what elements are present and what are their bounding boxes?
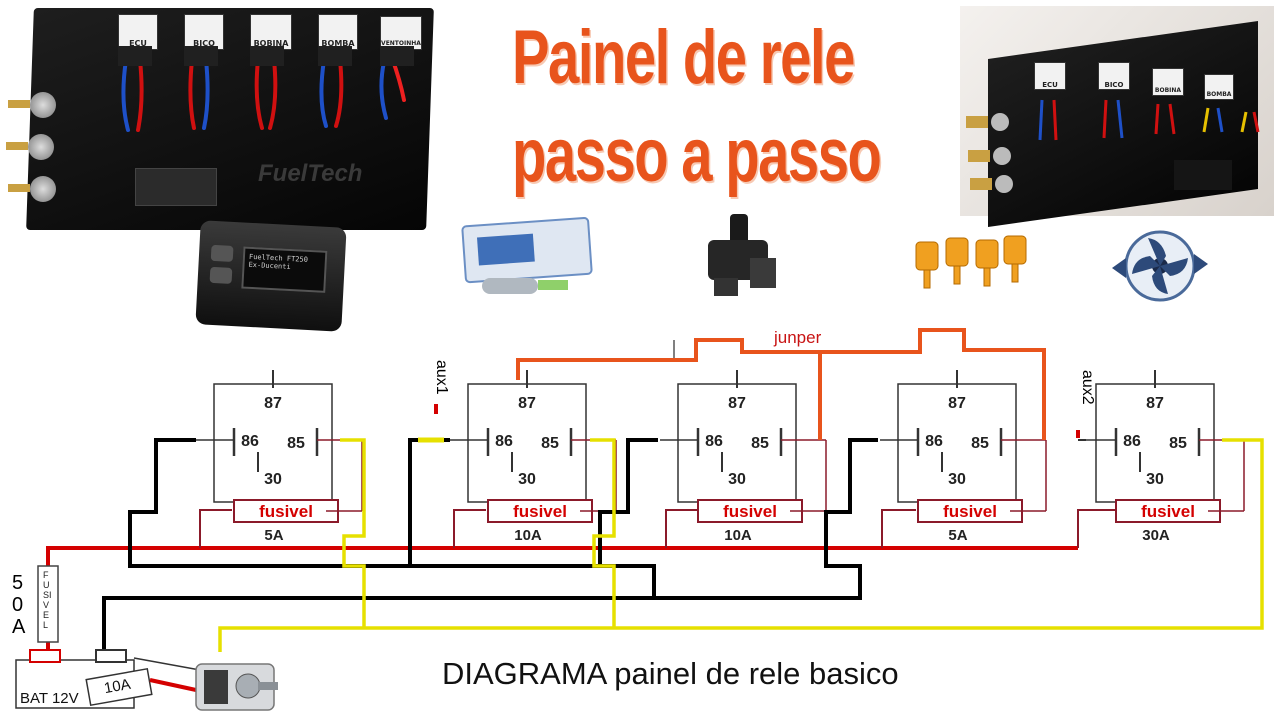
ground-wire [102, 438, 878, 656]
switch-feed-wire [149, 678, 197, 692]
relay-tag-2-bobina: BOBINA [1152, 68, 1184, 96]
battery-positive-terminal [29, 649, 61, 663]
fuel-injectors-icon [915, 235, 1027, 289]
relay-1-pin30: 30 [264, 471, 282, 488]
ignition-wire [218, 438, 1264, 652]
panel-2-wires [966, 99, 1260, 193]
battery-negative-terminal [95, 649, 127, 663]
relay-4-rating: 5A [948, 527, 967, 544]
main-fuse-rating-text: 50A [12, 572, 29, 638]
jumper-wire [516, 328, 1046, 440]
main-fuse [37, 565, 59, 643]
relay-4-fuse-label: fusivel [943, 502, 997, 521]
aux2-label: aux2 [1079, 370, 1096, 405]
fuse-feed-wires [199, 509, 1116, 548]
relay-tag-2-bico: BICO [1098, 62, 1130, 90]
relay-2-pin86: 86 [495, 433, 513, 450]
inline-fuse [85, 667, 153, 707]
relay-1-rating: 5A [264, 527, 283, 544]
panel-bolt-1 [30, 92, 56, 118]
relay-5-pin85: 85 [1169, 435, 1187, 452]
relay-2-fuse-label: fusivel [513, 502, 567, 521]
page-title-line2: passo a passo [512, 113, 882, 198]
relay-3-pin85: 85 [751, 435, 769, 452]
relay-layer: 87 86 85 30 fusivel 5A 87 86 85 30 fusivel 10A 87 86 8… [196, 370, 1245, 544]
relay-5-pin86: 86 [1123, 433, 1141, 450]
relay-tag-bobina: BOBINA [250, 14, 292, 50]
relay-2-pin30: 30 [518, 471, 536, 488]
page-title-line1: Painel de rele [512, 15, 855, 100]
panel-brand-logo: FuelTech [258, 160, 363, 187]
relay-1-fuse-label: fusivel [259, 502, 313, 521]
panel-wires [6, 46, 414, 192]
ignition-coil-icon [708, 214, 776, 296]
relay-tag-bico: BICO [184, 14, 224, 50]
relay-2-pin85: 85 [541, 435, 559, 452]
aux1-wire [418, 404, 444, 443]
relay-3-pin87: 87 [728, 395, 746, 412]
relay-tag-bomba: BOMBA [318, 14, 358, 50]
ignition-switch-icon [195, 663, 278, 711]
relay-1-pin85: 85 [287, 435, 305, 452]
relay-4-pin85: 85 [971, 435, 989, 452]
relay-3-pin86: 86 [705, 433, 723, 450]
main-fuse-label: FUSIVEL [43, 570, 53, 630]
diagram-title: DIAGRAMA painel de rele basico [442, 656, 899, 691]
relay-3-rating: 10A [724, 527, 752, 544]
panel-bolt-3 [30, 176, 56, 202]
aux2-wire [1076, 430, 1086, 441]
relay-2-rating: 10A [514, 527, 542, 544]
main-fuse-label-text: FUSIVEL [43, 570, 52, 630]
panel-connector [135, 168, 217, 206]
relay-5-pin87: 87 [1146, 395, 1164, 412]
relay-5-pin30: 30 [1146, 471, 1164, 488]
relay-4-pin30: 30 [948, 471, 966, 488]
battery-label: BAT 12V [20, 690, 79, 707]
relay-2-pin87: 87 [518, 395, 536, 412]
relay-5-rating: 30A [1142, 527, 1170, 544]
panel-bolt-2 [28, 134, 54, 160]
relay-1-pin86: 86 [241, 433, 259, 450]
aux1-label: aux1 [433, 360, 450, 395]
relay-tag-2-bomba: BOMBA [1204, 74, 1234, 100]
relay-tag-2-ecu: ECU [1034, 62, 1066, 90]
relay-3-pin30: 30 [728, 471, 746, 488]
relay-3-fuse-label: fusivel [723, 502, 777, 521]
fuel-pump-icon [461, 217, 593, 294]
relay-5-fuse-label: fusivel [1141, 502, 1195, 521]
relay-1-pin87: 87 [264, 395, 282, 412]
jumper-label: junper [774, 328, 822, 347]
switch-ground-lead [133, 657, 201, 671]
relay-4-pin87: 87 [948, 395, 966, 412]
relay-4-pin86: 86 [925, 433, 943, 450]
radiator-fan-icon [1112, 230, 1208, 302]
main-fuse-rating: 50A [12, 572, 26, 638]
